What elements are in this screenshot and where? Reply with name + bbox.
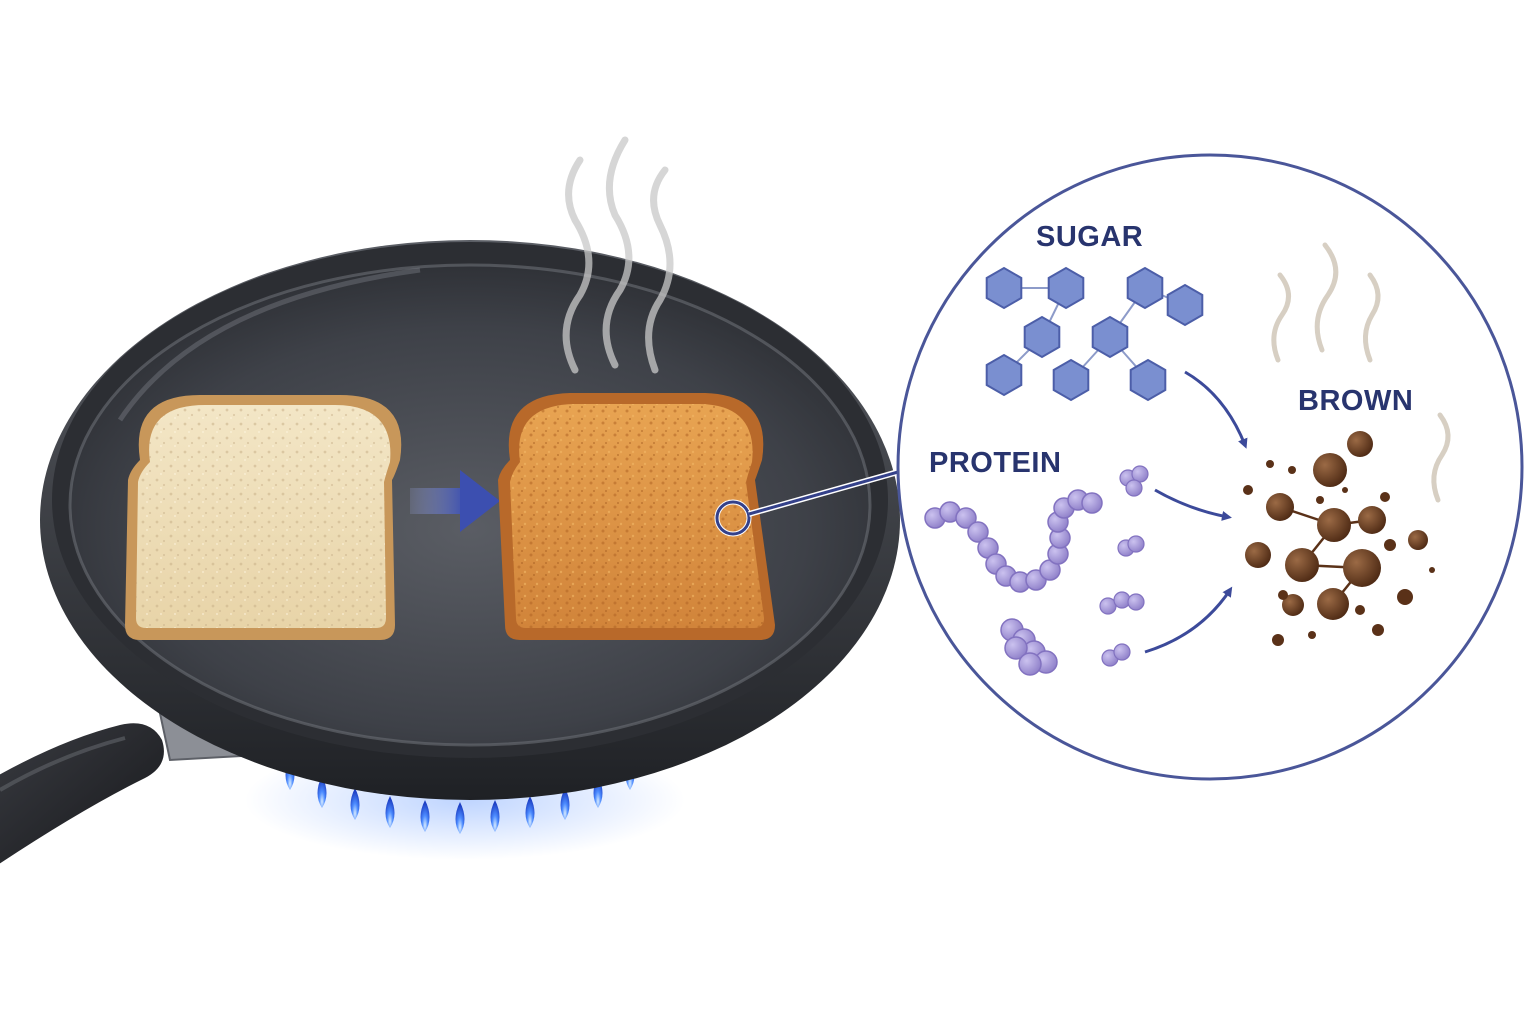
brown-particle <box>1358 506 1386 534</box>
protein-bead <box>1127 535 1145 553</box>
sugar-hexagon <box>1052 358 1090 402</box>
flame <box>317 776 327 808</box>
brown-particle <box>1347 431 1373 457</box>
brown-particle <box>1278 590 1288 600</box>
flame <box>490 800 500 832</box>
sugar-label: SUGAR <box>1036 221 1143 253</box>
brown-particle <box>1397 589 1413 605</box>
brown-particle <box>1429 567 1435 573</box>
sugar-hexagon <box>1047 266 1085 310</box>
flame <box>420 800 430 832</box>
protein-bead <box>1018 652 1042 676</box>
flame <box>350 788 360 820</box>
brown-particle <box>1317 588 1349 620</box>
sugar-molecules <box>985 266 1204 402</box>
brown-particle <box>1372 624 1384 636</box>
sugar-hexagon <box>1129 358 1167 402</box>
protein-bead <box>1081 492 1103 514</box>
brown-particle <box>1313 453 1347 487</box>
sugar-hexagon <box>1126 266 1164 310</box>
sugar-hexagon <box>985 353 1023 397</box>
brown-particle <box>1343 549 1381 587</box>
brown-melanoidins <box>1243 431 1435 646</box>
right-arrow-icon <box>410 470 500 532</box>
brown-particle <box>1317 508 1351 542</box>
flame <box>525 796 535 828</box>
brown-particle <box>1384 539 1396 551</box>
flame <box>385 796 395 828</box>
brown-particle <box>1380 492 1390 502</box>
protein-to-brown-arrow <box>1154 488 1232 521</box>
protein-molecules <box>924 465 1149 676</box>
sugar-hexagon <box>1023 315 1061 359</box>
plain-bread-icon <box>125 395 402 640</box>
brown-particle <box>1266 460 1274 468</box>
brown-particle <box>1308 631 1316 639</box>
brown-steam-icon <box>1271 242 1451 503</box>
protein-to-brown-arrow-lower <box>1144 586 1233 654</box>
toasted-bread-icon <box>498 393 775 640</box>
brown-particle <box>1316 496 1324 504</box>
brown-particle <box>1355 605 1365 615</box>
sugar-to-brown-arrow <box>1184 370 1248 449</box>
brown-particle <box>1282 594 1304 616</box>
brown-particle <box>1245 542 1271 568</box>
zoom-connector <box>748 470 899 516</box>
brown-particle <box>1272 634 1284 646</box>
flame <box>455 802 465 834</box>
protein-label: PROTEIN <box>929 447 1061 479</box>
protein-bead <box>1004 636 1028 660</box>
protein-bead <box>1127 593 1145 611</box>
sugar-hexagon <box>1166 283 1204 327</box>
brown-particle <box>1342 487 1348 493</box>
protein-bead <box>1113 643 1131 661</box>
brown-particle <box>1288 466 1296 474</box>
sugar-hexagon <box>1091 315 1129 359</box>
protein-bead <box>1125 479 1143 497</box>
flame <box>560 788 570 820</box>
steam-icon <box>562 136 674 374</box>
zoom-circle-icon: SUGAR PROTEIN BROWN <box>896 153 1524 781</box>
protein-bead <box>967 521 989 543</box>
protein-bead <box>1113 591 1131 609</box>
brown-particle <box>1408 530 1428 550</box>
brown-label: BROWN <box>1298 385 1413 417</box>
sugar-hexagon <box>985 266 1023 310</box>
protein-bead <box>955 507 977 529</box>
brown-particle <box>1243 485 1253 495</box>
brown-particle <box>1266 493 1294 521</box>
brown-particle <box>1285 548 1319 582</box>
